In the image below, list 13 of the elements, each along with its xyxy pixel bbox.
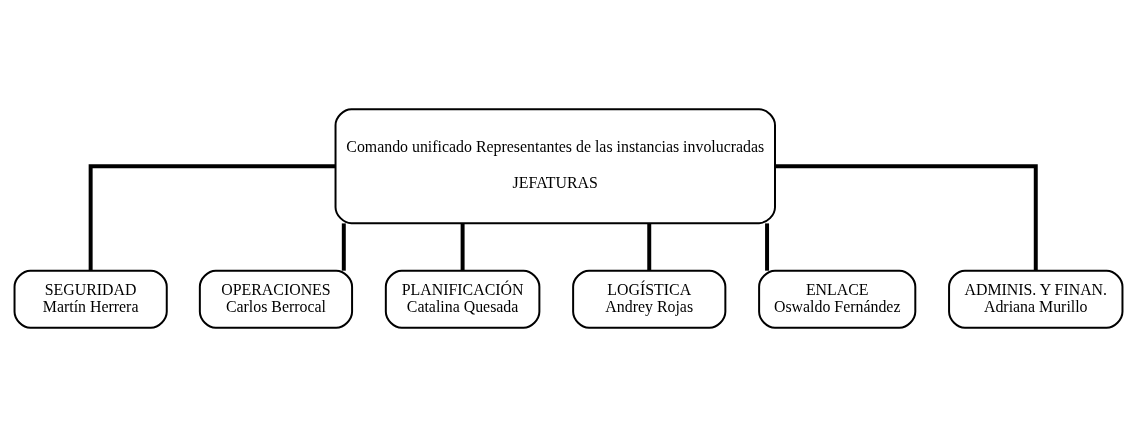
node-box: Comando unificado Representantes de las instancias involucradas JEFATURAS [334,107,776,224]
node-box: SEGURIDAD Martín Herrera [13,269,168,329]
connector [647,222,652,271]
node-box: LOGÍSTICA Andrey Rojas [572,269,727,329]
connector [765,222,770,271]
node-box: PLANIFICACIÓN Catalina Quesada [384,269,541,329]
connector [341,222,346,271]
node-box: ENLACE Oswaldo Fernández [758,269,917,329]
connector [460,222,465,271]
connector [775,163,1038,270]
connector [88,163,336,270]
node-box: ADMINIS. Y FINAN. Adriana Murillo [948,269,1124,329]
node-box: OPERACIONES Carlos Berrocal [198,269,354,329]
